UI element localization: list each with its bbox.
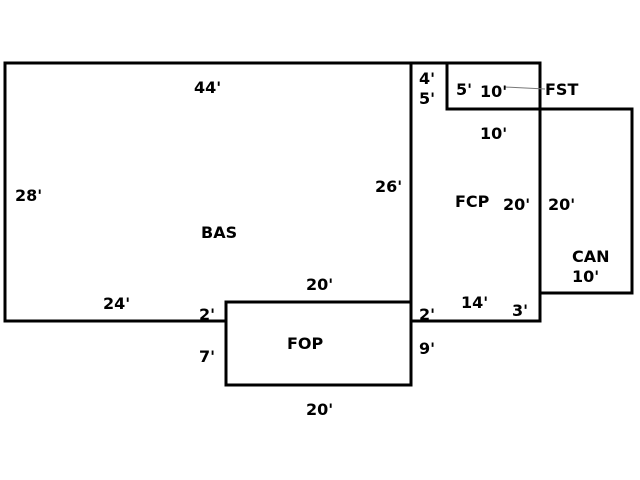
dim-bas-bottom: 24' (103, 294, 130, 313)
bas-outline (3, 61, 413, 323)
dim-bas-step: 20' (306, 275, 333, 294)
dim-bas-right: 26' (375, 177, 402, 196)
label-fst: FST (545, 80, 578, 99)
dim-can-left: 20' (548, 195, 575, 214)
dim-fcp-left-a: 4' (419, 69, 435, 88)
label-can: CAN (572, 247, 610, 266)
label-fcp: FCP (455, 192, 490, 211)
can-outline (540, 107, 634, 295)
dim-fop-right: 9' (419, 339, 435, 358)
fop-outline (224, 300, 413, 387)
dim-bas-left: 28' (15, 186, 42, 205)
label-fop: FOP (287, 334, 324, 353)
dim-fcp-inner: 20' (503, 195, 530, 214)
dim-fst-left: 5' (456, 80, 472, 99)
dim-fcp-bottom: 14' (461, 293, 488, 312)
dim-fop-left: 7' (199, 347, 215, 366)
dim-fst-top: 10' (480, 82, 507, 101)
label-bas: BAS (201, 223, 237, 242)
dim-can-bottom: 10' (572, 267, 599, 286)
dim-bas-notch: 2' (199, 305, 215, 324)
dim-fcp-right-bottom: 3' (512, 301, 528, 320)
dim-fop-bottom: 20' (306, 400, 333, 419)
dim-fcp-left-b: 5' (419, 89, 435, 108)
dim-fcp-mid: 10' (480, 124, 507, 143)
fst-leader-line (504, 86, 546, 90)
fst-outline (445, 61, 542, 111)
dim-bas-top: 44' (194, 78, 221, 97)
dim-fcp-step: 2' (419, 305, 435, 324)
